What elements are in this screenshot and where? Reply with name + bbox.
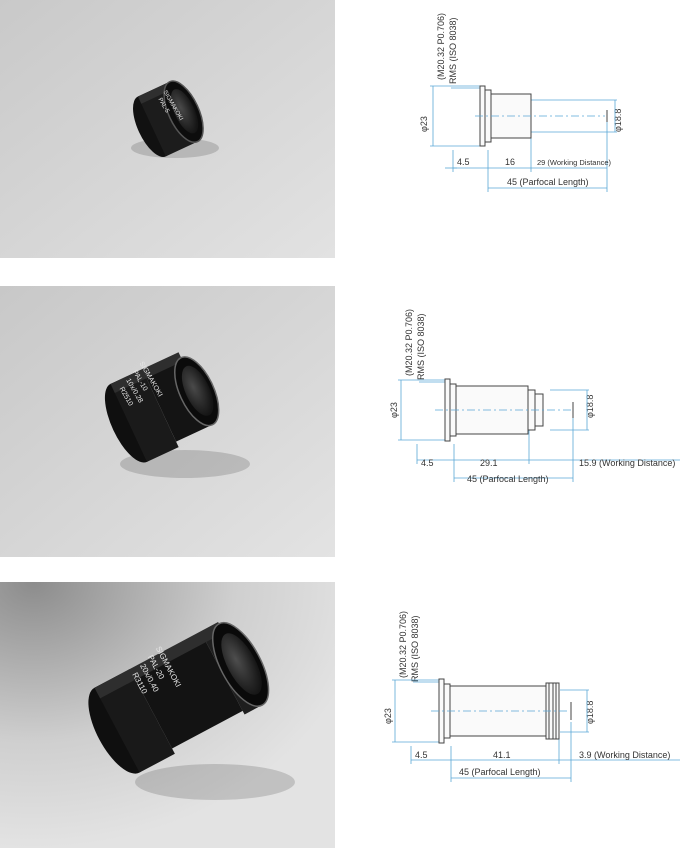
objective-row-3: SIGMAKOKI PAL-20 20x/0.40 R3110 (M20.32 …: [0, 582, 695, 848]
objective-row-1: SIGMAKOKI PAL-5 (M20.32 P0.706) RMS (ISO…: [0, 0, 695, 258]
body-length-label: 41.1: [493, 750, 511, 760]
dimension-drawing-3: (M20.32 P0.706) RMS (ISO 8038) φ23 φ18.8: [335, 582, 695, 848]
objective-photo-3: SIGMAKOKI PAL-20 20x/0.40 R3110: [0, 582, 335, 848]
dimension-lines: [430, 85, 617, 192]
outer-diameter-label: φ23: [389, 402, 399, 418]
thread-spec-label: (M20.32 P0.706): [436, 13, 446, 80]
working-distance-label: 3.9 (Working Distance): [579, 750, 670, 760]
parfocal-length-label: 45 (Parfocal Length): [459, 767, 541, 777]
rms-standard-label: RMS (ISO 8038): [410, 615, 420, 682]
inner-diameter-label: φ18.8: [585, 395, 595, 418]
dimension-lines: [392, 679, 680, 782]
working-distance-label: 15.9 (Working Distance): [579, 458, 675, 468]
thread-spec-label: (M20.32 P0.706): [404, 309, 414, 376]
flange-thickness-label: 4.5: [415, 750, 428, 760]
body-length-label: 29.1: [480, 458, 498, 468]
parfocal-length-label: 45 (Parfocal Length): [507, 177, 589, 187]
working-distance-label: 29 (Working Distance): [537, 158, 612, 167]
inner-diameter-label: φ18.8: [613, 109, 623, 132]
rms-standard-label: RMS (ISO 8038): [416, 313, 426, 380]
inner-diameter-label: φ18.8: [585, 701, 595, 724]
dimension-drawing-1: (M20.32 P0.706) RMS (ISO 8038) φ23 φ18.8: [335, 0, 695, 258]
flange-thickness-label: 4.5: [457, 157, 470, 167]
objective-row-2: SIGMAKOKI PAL-10 10x/0.28 R2510 (M20.32 …: [0, 286, 695, 557]
objective-photo-2: SIGMAKOKI PAL-10 10x/0.28 R2510: [0, 286, 335, 557]
parfocal-length-label: 45 (Parfocal Length): [467, 474, 549, 484]
body-length-label: 16: [505, 157, 515, 167]
outer-diameter-label: φ23: [383, 708, 393, 724]
dimension-lines: [398, 379, 680, 482]
dimension-drawing-2: (M20.32 P0.706) RMS (ISO 8038) φ23 φ18.8: [335, 286, 695, 557]
outer-diameter-label: φ23: [419, 116, 429, 132]
objective-photo-1: SIGMAKOKI PAL-5: [0, 0, 335, 258]
thread-spec-label: (M20.32 P0.706): [398, 611, 408, 678]
flange-thickness-label: 4.5: [421, 458, 434, 468]
rms-standard-label: RMS (ISO 8038): [448, 17, 458, 84]
